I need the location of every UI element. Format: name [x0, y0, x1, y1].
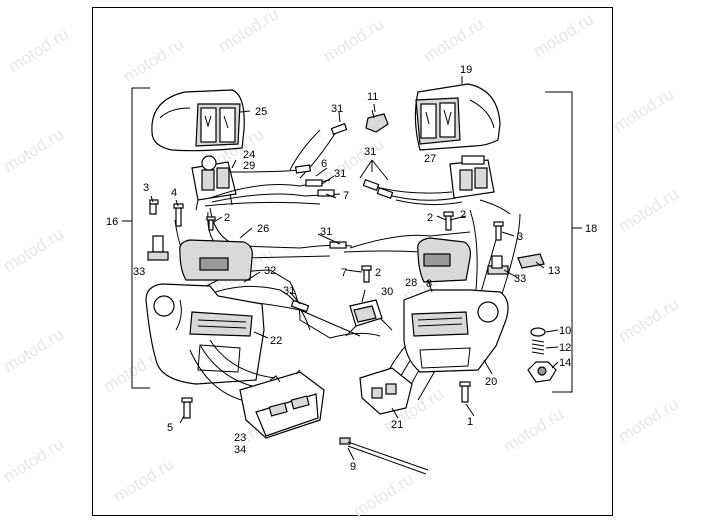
- callout-31: 31: [334, 168, 346, 180]
- callout-33: 33: [514, 273, 526, 285]
- right-fasteners: [361, 211, 545, 403]
- left-switch-cover: [151, 89, 245, 152]
- left-housing: [145, 283, 265, 385]
- callout-2: 2: [427, 212, 433, 224]
- right-switch-cover: [414, 83, 501, 151]
- callout-3: 3: [517, 231, 523, 243]
- callout-21: 21: [391, 419, 403, 431]
- callout-30: 30: [381, 286, 393, 298]
- spring-and-knob-parts: [527, 327, 557, 383]
- callout-31: 31: [331, 103, 343, 115]
- callout-1: 1: [467, 416, 473, 428]
- callout-27: 27: [424, 153, 436, 165]
- callout-23: 23: [234, 432, 246, 444]
- callout-6: 6: [321, 158, 327, 170]
- left-switch-module: [191, 155, 237, 211]
- left-lower-switch-assembly: [189, 339, 325, 439]
- left-switch-bar: [179, 239, 253, 281]
- callout-31: 31: [364, 146, 376, 158]
- right-switch-module: [449, 155, 495, 199]
- callout-8: 8: [426, 278, 432, 290]
- callout-29: 29: [243, 160, 255, 172]
- bracket-16: [122, 87, 150, 389]
- callout-10: 10: [559, 325, 571, 337]
- right-switch-bar: [417, 237, 471, 283]
- callout-20: 20: [485, 376, 497, 388]
- callout-31: 31: [283, 285, 295, 297]
- callout-31: 31: [320, 226, 332, 238]
- callout-11: 11: [367, 91, 378, 103]
- bracket-18: [545, 91, 582, 393]
- callout-12: 12: [559, 342, 571, 354]
- callout-34: 34: [234, 444, 246, 456]
- callout-24: 24: [243, 149, 255, 161]
- clip-part-11: [365, 109, 389, 133]
- callout-7: 7: [341, 267, 347, 279]
- callout-5: 5: [167, 422, 173, 434]
- callout-2: 2: [460, 209, 466, 221]
- callout-32: 32: [264, 265, 276, 277]
- callout-16: 16: [106, 216, 118, 228]
- callout-4: 4: [171, 187, 177, 199]
- callout-2: 2: [224, 212, 230, 224]
- callout-28: 28: [405, 277, 417, 289]
- callout-9: 9: [350, 461, 356, 473]
- leader-lines: [150, 76, 559, 461]
- callout-26: 26: [257, 223, 269, 235]
- callout-2: 2: [375, 267, 381, 279]
- right-lower-switch-block: [359, 367, 413, 415]
- callout-labels: 1 2 2 2 2 3 3 4 5 6 7 7 8 9 10 11 12 13 …: [106, 64, 597, 473]
- connector-part-30: [345, 299, 393, 337]
- cable-tie: [339, 437, 429, 475]
- callout-22: 22: [270, 335, 282, 347]
- callout-13: 13: [548, 265, 560, 277]
- callout-14: 14: [559, 357, 571, 369]
- callout-25: 25: [255, 106, 267, 118]
- callout-33: 33: [133, 266, 145, 278]
- left-fasteners: [147, 199, 216, 419]
- callout-18: 18: [585, 223, 597, 235]
- right-housing: [403, 289, 509, 373]
- callout-19: 19: [460, 64, 472, 76]
- callout-3: 3: [143, 182, 149, 194]
- callout-7: 7: [343, 190, 349, 202]
